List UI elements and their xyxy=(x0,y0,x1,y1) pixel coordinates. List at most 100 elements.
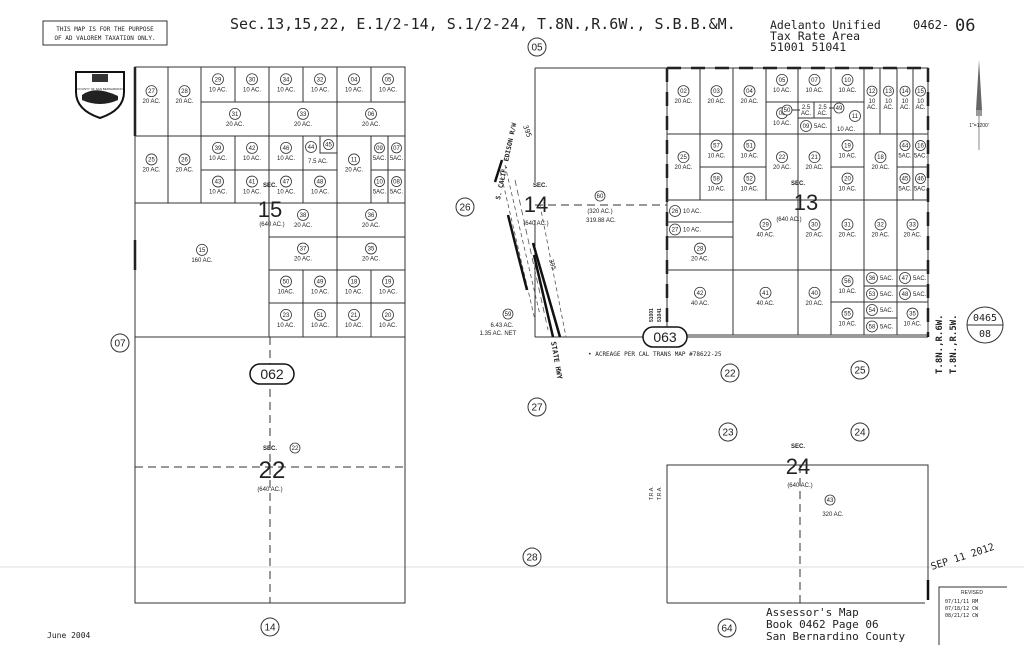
district-line-3: 51001 51041 xyxy=(770,40,846,54)
adjacent-page-28[interactable]: 28 xyxy=(522,547,542,567)
adjoining-map-reference[interactable]: 0465 08 xyxy=(966,306,1004,344)
adjacent-page-26[interactable]: 26 xyxy=(455,197,475,217)
adjacent-page-22[interactable]: 22 xyxy=(720,363,740,383)
adjacent-page-14[interactable]: 14 xyxy=(260,617,280,637)
adjacent-page-64[interactable]: 64 xyxy=(717,618,737,638)
adjacent-page-05[interactable]: 05 xyxy=(527,37,547,57)
adjacent-page-27[interactable]: 27 xyxy=(527,397,547,417)
parcel-number-circle xyxy=(374,176,385,187)
adjacent-page-23[interactable]: 23 xyxy=(718,422,738,442)
adjacent-page-25[interactable]: 25 xyxy=(850,360,870,380)
parcel-45[interactable]: 45 xyxy=(319,135,338,154)
road-oval-062[interactable]: 062 xyxy=(249,363,295,385)
page-number: 28 xyxy=(526,553,538,564)
parcel-acreage: 10 AC. xyxy=(209,156,227,162)
adjacent-page-07[interactable]: 07 xyxy=(110,333,130,353)
road-oval-063[interactable]: 063 xyxy=(642,326,688,348)
parcel-acreage: 10 AC. xyxy=(740,187,758,193)
adjacent-page-24[interactable]: 24 xyxy=(850,422,870,442)
